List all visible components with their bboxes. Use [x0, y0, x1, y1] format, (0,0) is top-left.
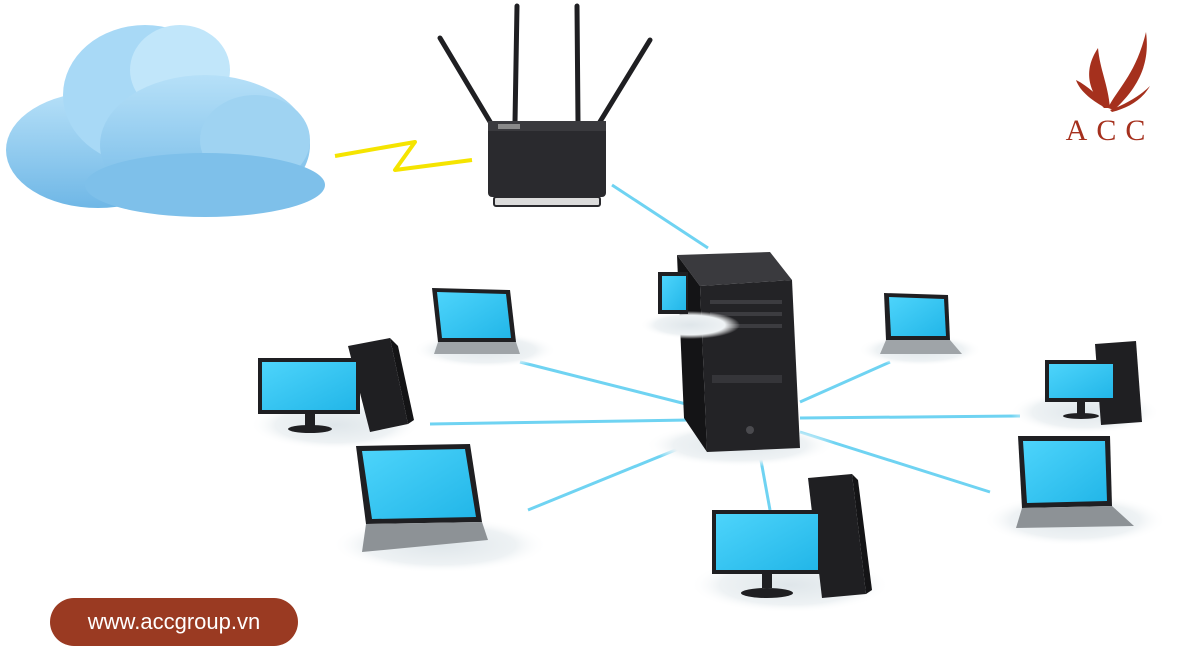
logo-text: ACC: [1065, 114, 1155, 147]
link-desktop-1: [429, 418, 691, 426]
link-laptop-1: [519, 360, 691, 407]
server-tower-icon: [645, 252, 835, 467]
acc-logo-icon: [1076, 32, 1150, 112]
website-badge[interactable]: www.accgroup.vn: [50, 598, 298, 646]
laptop-icon: [640, 272, 740, 339]
desktop-pc-icon: [1010, 341, 1160, 434]
cloud-icon: [6, 25, 325, 217]
laptop-icon: [332, 444, 548, 573]
link-laptop-4: [799, 360, 891, 404]
laptop-icon: [858, 293, 982, 366]
laptop-icon: [413, 288, 557, 368]
desktop-pc-icon: [690, 474, 890, 613]
laptop-icon: [983, 436, 1167, 546]
link-router-server: [611, 183, 709, 250]
link-desktop-3: [799, 414, 1021, 420]
lightning-signal-icon: [334, 140, 473, 172]
router-icon: [437, 3, 653, 207]
desktop-pc-icon: [250, 338, 420, 450]
network-links: [429, 183, 1021, 512]
